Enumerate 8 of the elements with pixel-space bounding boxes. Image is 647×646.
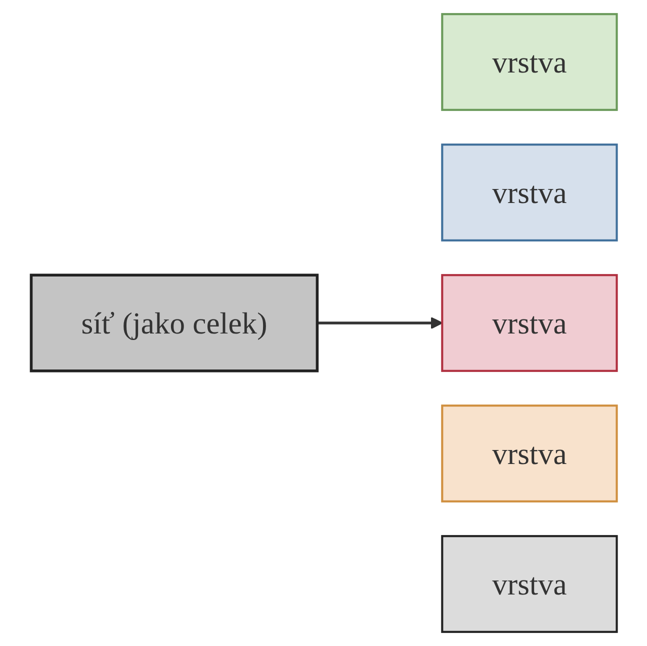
node-box xyxy=(440,13,618,111)
node-box xyxy=(440,274,618,372)
node-box xyxy=(29,274,318,372)
arrow xyxy=(316,316,442,330)
node-box xyxy=(440,404,618,502)
node-box xyxy=(440,535,618,633)
diagram: síť (jako celek) vrstva vrstva vrstva vrstva vrstva xyxy=(4,3,644,643)
node-box xyxy=(440,144,618,242)
